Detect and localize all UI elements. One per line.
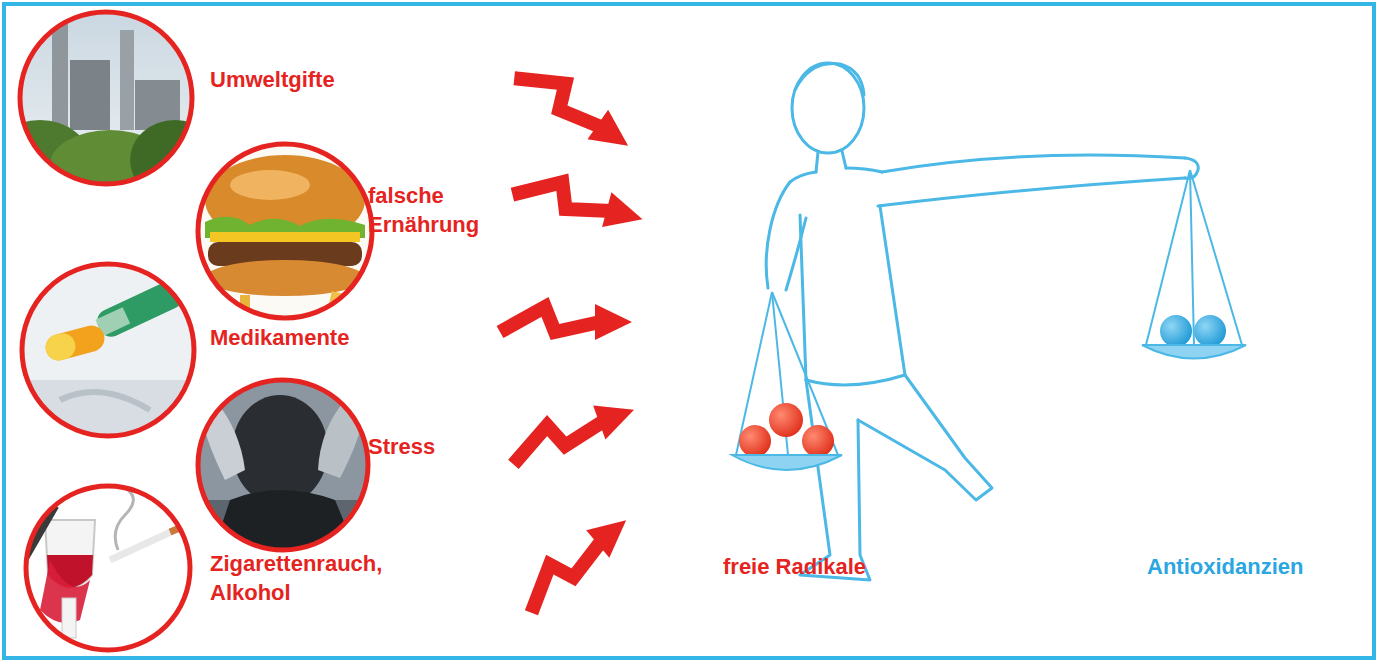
lightning-arrows — [500, 55, 647, 619]
scale-label: Antioxidanzien — [1147, 553, 1303, 582]
medicine-photo — [15, 260, 205, 440]
factor-node: Umweltgifte — [18, 10, 454, 186]
factor-label: Stress — [368, 433, 568, 462]
factor-label: Zigarettenrauch, Alkohol — [210, 550, 420, 607]
wine-photo — [13, 480, 200, 655]
frame — [4, 4, 1374, 658]
factor-node: Stress — [196, 378, 572, 552]
factor-node: Medikamente — [20, 262, 454, 438]
factor-node: Zigarettenrauch, Alkohol — [24, 484, 424, 652]
circle-ring — [198, 144, 372, 318]
right-scale — [1142, 170, 1246, 359]
circle-ring — [26, 486, 190, 650]
scale-label: freie Radikale — [723, 553, 866, 582]
burger-photo — [190, 140, 380, 335]
left-scale — [732, 292, 842, 470]
stress-photo — [195, 378, 375, 560]
factor-node: falsche Ernährung — [196, 142, 522, 320]
factor-label: Umweltgifte — [210, 66, 450, 95]
factor-label: Medikamente — [210, 324, 450, 353]
factory-photo — [0, 5, 220, 200]
circle-ring — [198, 380, 368, 550]
circle-ring — [22, 264, 194, 436]
circle-ring — [20, 12, 192, 184]
factor-label: falsche Ernährung — [368, 182, 518, 239]
person-figure — [766, 63, 1198, 580]
